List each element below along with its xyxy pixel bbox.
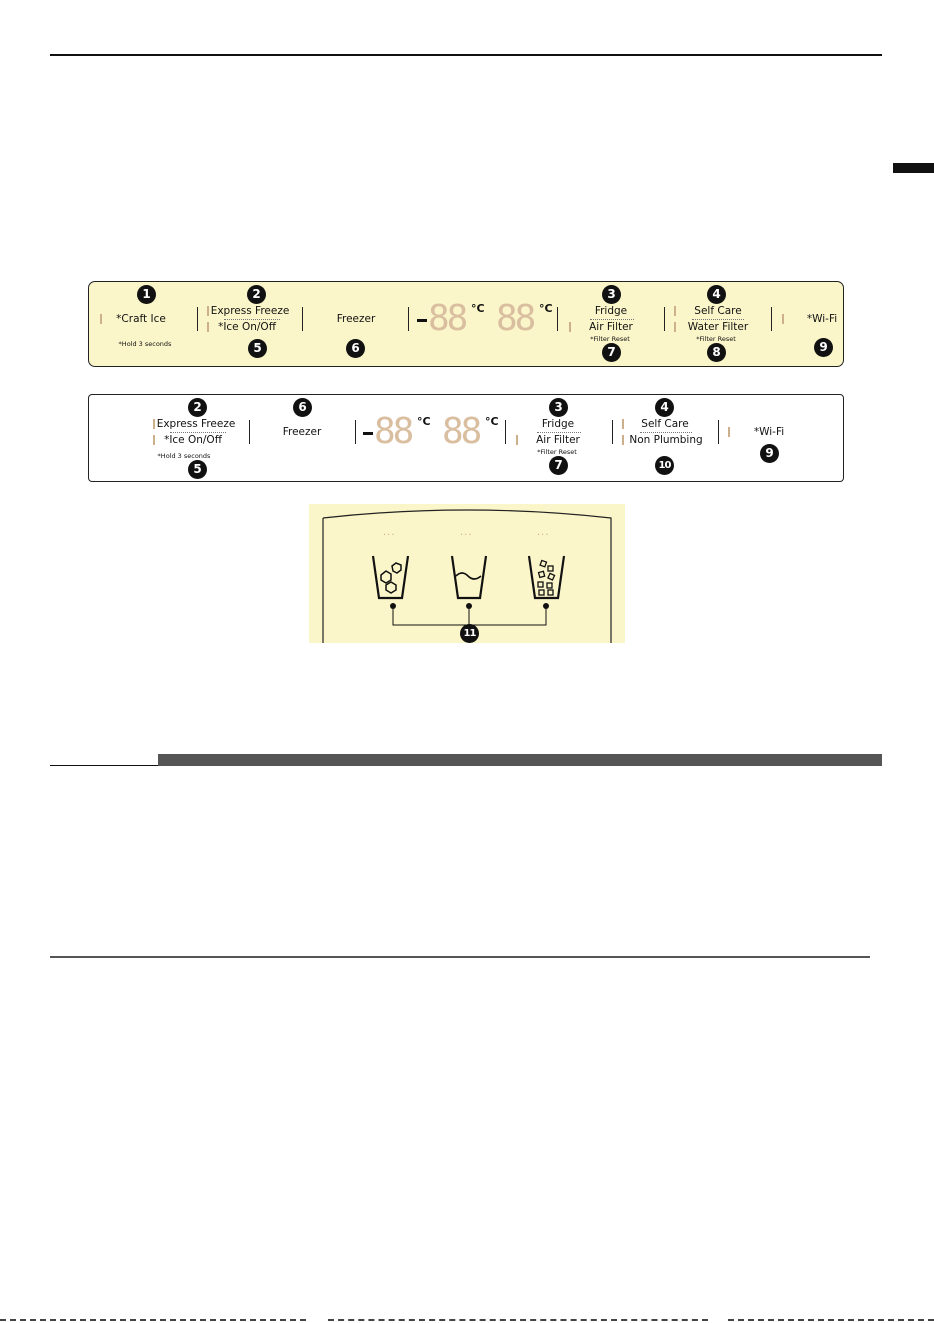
- divider: [249, 420, 251, 444]
- callout-9: 9: [814, 338, 833, 357]
- callout-3: 3: [602, 285, 621, 304]
- filter-reset-note: *Filter Reset: [696, 335, 736, 343]
- self-care-button[interactable]: Self Care: [694, 305, 742, 317]
- filter-reset-note: *Filter Reset: [537, 448, 577, 456]
- dotted-separator: [224, 319, 280, 320]
- callout-4: 4: [707, 285, 726, 304]
- minus-segment: [417, 319, 427, 322]
- ice-onoff-button[interactable]: *Ice On/Off: [164, 434, 222, 446]
- dotted-separator: [537, 432, 581, 433]
- callout-6: 6: [346, 339, 365, 358]
- fridge-degree: °C: [539, 302, 553, 315]
- divider: [355, 420, 357, 444]
- express-freeze-button[interactable]: Express Freeze: [210, 305, 290, 317]
- divider: [302, 307, 304, 331]
- connector-line: [392, 606, 547, 626]
- air-filter-button[interactable]: Air Filter: [589, 321, 633, 333]
- dotted-separator: [692, 319, 744, 320]
- divider: [505, 420, 507, 444]
- ice-onoff-indicator: [153, 435, 155, 445]
- express-freeze-indicator: [207, 306, 209, 316]
- non-plumbing-indicator: [622, 435, 624, 445]
- callout-3: 3: [549, 398, 568, 417]
- freezer-degree: °C: [417, 415, 431, 428]
- wifi-button[interactable]: *Wi-Fi: [753, 426, 785, 438]
- dotted-separator: [590, 319, 634, 320]
- hold-note: *Hold 3 seconds: [118, 340, 172, 348]
- dotted-separator: [170, 432, 226, 433]
- callout-2: 2: [188, 398, 207, 417]
- divider: [718, 420, 720, 444]
- water-filter-button[interactable]: Water Filter: [687, 321, 749, 333]
- divider: [771, 307, 773, 331]
- self-care-indicator: [622, 419, 624, 429]
- callout-6: 6: [293, 398, 312, 417]
- fridge-degree: °C: [485, 415, 499, 428]
- minus-segment: [363, 432, 373, 435]
- callout-9: 9: [760, 444, 779, 463]
- freezer-button[interactable]: Freezer: [282, 426, 322, 438]
- fridge-temp-digits: 88: [496, 298, 536, 339]
- indicator-dots: ···: [460, 530, 473, 541]
- fridge-button[interactable]: Fridge: [541, 418, 575, 430]
- callout-1: 1: [137, 285, 156, 304]
- dotted-separator: [640, 432, 692, 433]
- dispenser-panel: ··· ··· ···: [309, 504, 625, 643]
- express-freeze-indicator: [153, 419, 155, 429]
- filter-reset-note: *Filter Reset: [590, 335, 630, 343]
- wifi-indicator: [782, 314, 784, 324]
- indicator-dots: ···: [383, 530, 396, 541]
- dispenser-graphic: [322, 509, 612, 643]
- section-tab-marker: [893, 163, 934, 173]
- callout-7: 7: [602, 343, 621, 362]
- wifi-indicator: [728, 427, 730, 437]
- air-filter-indicator: [516, 435, 518, 445]
- callout-5: 5: [188, 460, 207, 479]
- fridge-temp-digits: 88: [442, 411, 482, 452]
- water-filter-indicator: [674, 322, 676, 332]
- dispenser-outline: [322, 509, 612, 643]
- craft-ice-button[interactable]: *Craft Ice: [116, 313, 166, 325]
- divider: [408, 307, 410, 331]
- indicator-dots: ···: [537, 530, 550, 541]
- callout-11: 11: [460, 624, 479, 643]
- footer-dashes: [728, 1319, 934, 1321]
- freezer-temp-digits: 88: [374, 411, 414, 452]
- self-care-indicator: [674, 306, 676, 316]
- craft-ice-indicator: [100, 314, 102, 324]
- wifi-button[interactable]: *Wi-Fi: [806, 313, 838, 325]
- footer-dashes: [328, 1319, 708, 1321]
- crushed-ice-cup-icon: [527, 555, 566, 600]
- cubed-ice-cup-icon: [371, 555, 410, 600]
- section-divider: [50, 956, 870, 958]
- ice-onoff-button[interactable]: *Ice On/Off: [218, 321, 276, 333]
- top-rule: [50, 54, 882, 56]
- divider: [557, 307, 559, 331]
- callout-8: 8: [707, 343, 726, 362]
- freezer-degree: °C: [471, 302, 485, 315]
- divider: [197, 307, 199, 331]
- air-filter-button[interactable]: Air Filter: [536, 434, 580, 446]
- water-cup-icon: [450, 555, 488, 600]
- callout-7: 7: [549, 456, 568, 475]
- air-filter-indicator: [569, 322, 571, 332]
- divider: [664, 307, 666, 331]
- footer-dashes: [0, 1319, 306, 1321]
- freezer-button[interactable]: Freezer: [336, 313, 376, 325]
- callout-5: 5: [248, 339, 267, 358]
- callout-4: 4: [655, 398, 674, 417]
- self-care-button[interactable]: Self Care: [641, 418, 689, 430]
- ice-onoff-indicator: [207, 322, 209, 332]
- section-header-bar: [158, 754, 882, 766]
- non-plumbing-button[interactable]: Non Plumbing: [629, 434, 703, 446]
- callout-2: 2: [247, 285, 266, 304]
- divider: [612, 420, 614, 444]
- freezer-temp-digits: 88: [428, 298, 468, 339]
- express-freeze-button[interactable]: Express Freeze: [156, 418, 236, 430]
- hold-note: *Hold 3 seconds: [157, 452, 211, 460]
- fridge-button[interactable]: Fridge: [594, 305, 628, 317]
- callout-10: 10: [655, 456, 674, 475]
